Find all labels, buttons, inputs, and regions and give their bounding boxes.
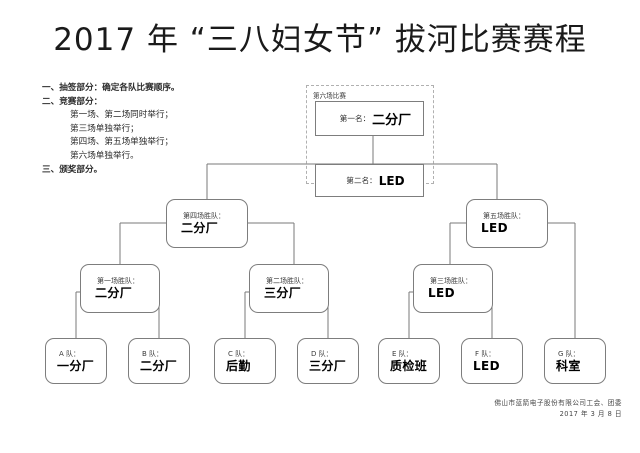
final-match-label: 第六场比赛 [313, 92, 346, 100]
team-f-box[interactable]: F 队： LED [461, 338, 523, 384]
match4-caption: 第四场胜队： [183, 212, 225, 220]
match1-team: 二分厂 [95, 286, 133, 300]
final-first-team: 二分厂 [372, 113, 412, 128]
footer-date: 2017 年 3 月 8 日 [559, 409, 622, 418]
final-first-rank-label: 第一名： [339, 114, 371, 123]
team-a-caption: A 队： [59, 349, 81, 358]
match1-caption: 第一场胜队： [97, 277, 139, 285]
note-line-4: 第三场单独举行； [70, 123, 139, 134]
team-b-caption: B 队： [142, 349, 164, 358]
match2-team: 三分厂 [264, 286, 302, 300]
team-d-caption: D 队： [311, 349, 333, 358]
match3-team: LED [428, 286, 456, 300]
match4-winner-box[interactable]: 第四场胜队： 二分厂 [166, 199, 248, 248]
team-e-box[interactable]: E 队： 质检班 [378, 338, 440, 384]
footer: 佛山市蓝箭电子股份有限公司工会、团委 2017 年 3 月 8 日 [494, 398, 622, 419]
team-b-box[interactable]: B 队： 二分厂 [128, 338, 190, 384]
team-g-box[interactable]: G 队： 科室 [544, 338, 606, 384]
match3-caption: 第三场胜队： [430, 277, 472, 285]
team-d-name: 三分厂 [309, 358, 347, 373]
team-e-caption: E 队： [392, 349, 413, 358]
page-title: 2017 年 “三八妇女节” 拔河比赛赛程 [53, 22, 587, 58]
note-line-6: 第六场单独举行。 [70, 150, 139, 161]
match4-team: 二分厂 [181, 221, 219, 235]
final-second-team: LED [378, 173, 405, 188]
team-c-name: 后勤 [226, 358, 251, 373]
note-line-7: 三、颁奖部分。 [42, 164, 103, 175]
procedure-notes: 一、抽签部分：确定各队比赛顺序。 二、竞赛部分： 第一场、第二场同时举行； 第三… [42, 82, 292, 177]
team-g-name: 科室 [556, 358, 581, 373]
note-line-1: 一、抽签部分：确定各队比赛顺序。 [42, 83, 180, 93]
match1-winner-box[interactable]: 第一场胜队： 二分厂 [80, 264, 160, 313]
note-line-2: 二、竞赛部分： [42, 96, 103, 107]
team-a-name: 一分厂 [57, 358, 95, 373]
team-f-caption: F 队： [475, 349, 496, 358]
footer-organization: 佛山市蓝箭电子股份有限公司工会、团委 [494, 399, 622, 407]
match5-team: LED [481, 221, 509, 235]
team-d-box[interactable]: D 队： 三分厂 [297, 338, 359, 384]
note-line-3: 第一场、第二场同时举行； [70, 110, 174, 121]
final-first-place-box[interactable]: 第一名： 二分厂 [315, 101, 424, 136]
match2-caption: 第二场胜队： [266, 277, 308, 285]
team-b-name: 二分厂 [140, 358, 178, 373]
match2-winner-box[interactable]: 第二场胜队： 三分厂 [249, 264, 329, 313]
team-e-name: 质检班 [390, 358, 428, 373]
final-second-rank-label: 第二名： [346, 176, 377, 185]
team-f-name: LED [473, 358, 501, 373]
team-a-box[interactable]: A 队： 一分厂 [45, 338, 107, 384]
match5-winner-box[interactable]: 第五场胜队： LED [466, 199, 548, 248]
team-c-box[interactable]: C 队： 后勤 [214, 338, 276, 384]
match5-caption: 第五场胜队： [483, 212, 525, 220]
team-c-caption: C 队： [228, 349, 250, 358]
final-second-place-box[interactable]: 第二名： LED [315, 164, 424, 197]
note-line-5: 第四场、第五场单独举行； [70, 137, 174, 148]
match3-winner-box[interactable]: 第三场胜队： LED [413, 264, 493, 313]
team-g-caption: G 队： [558, 349, 580, 358]
